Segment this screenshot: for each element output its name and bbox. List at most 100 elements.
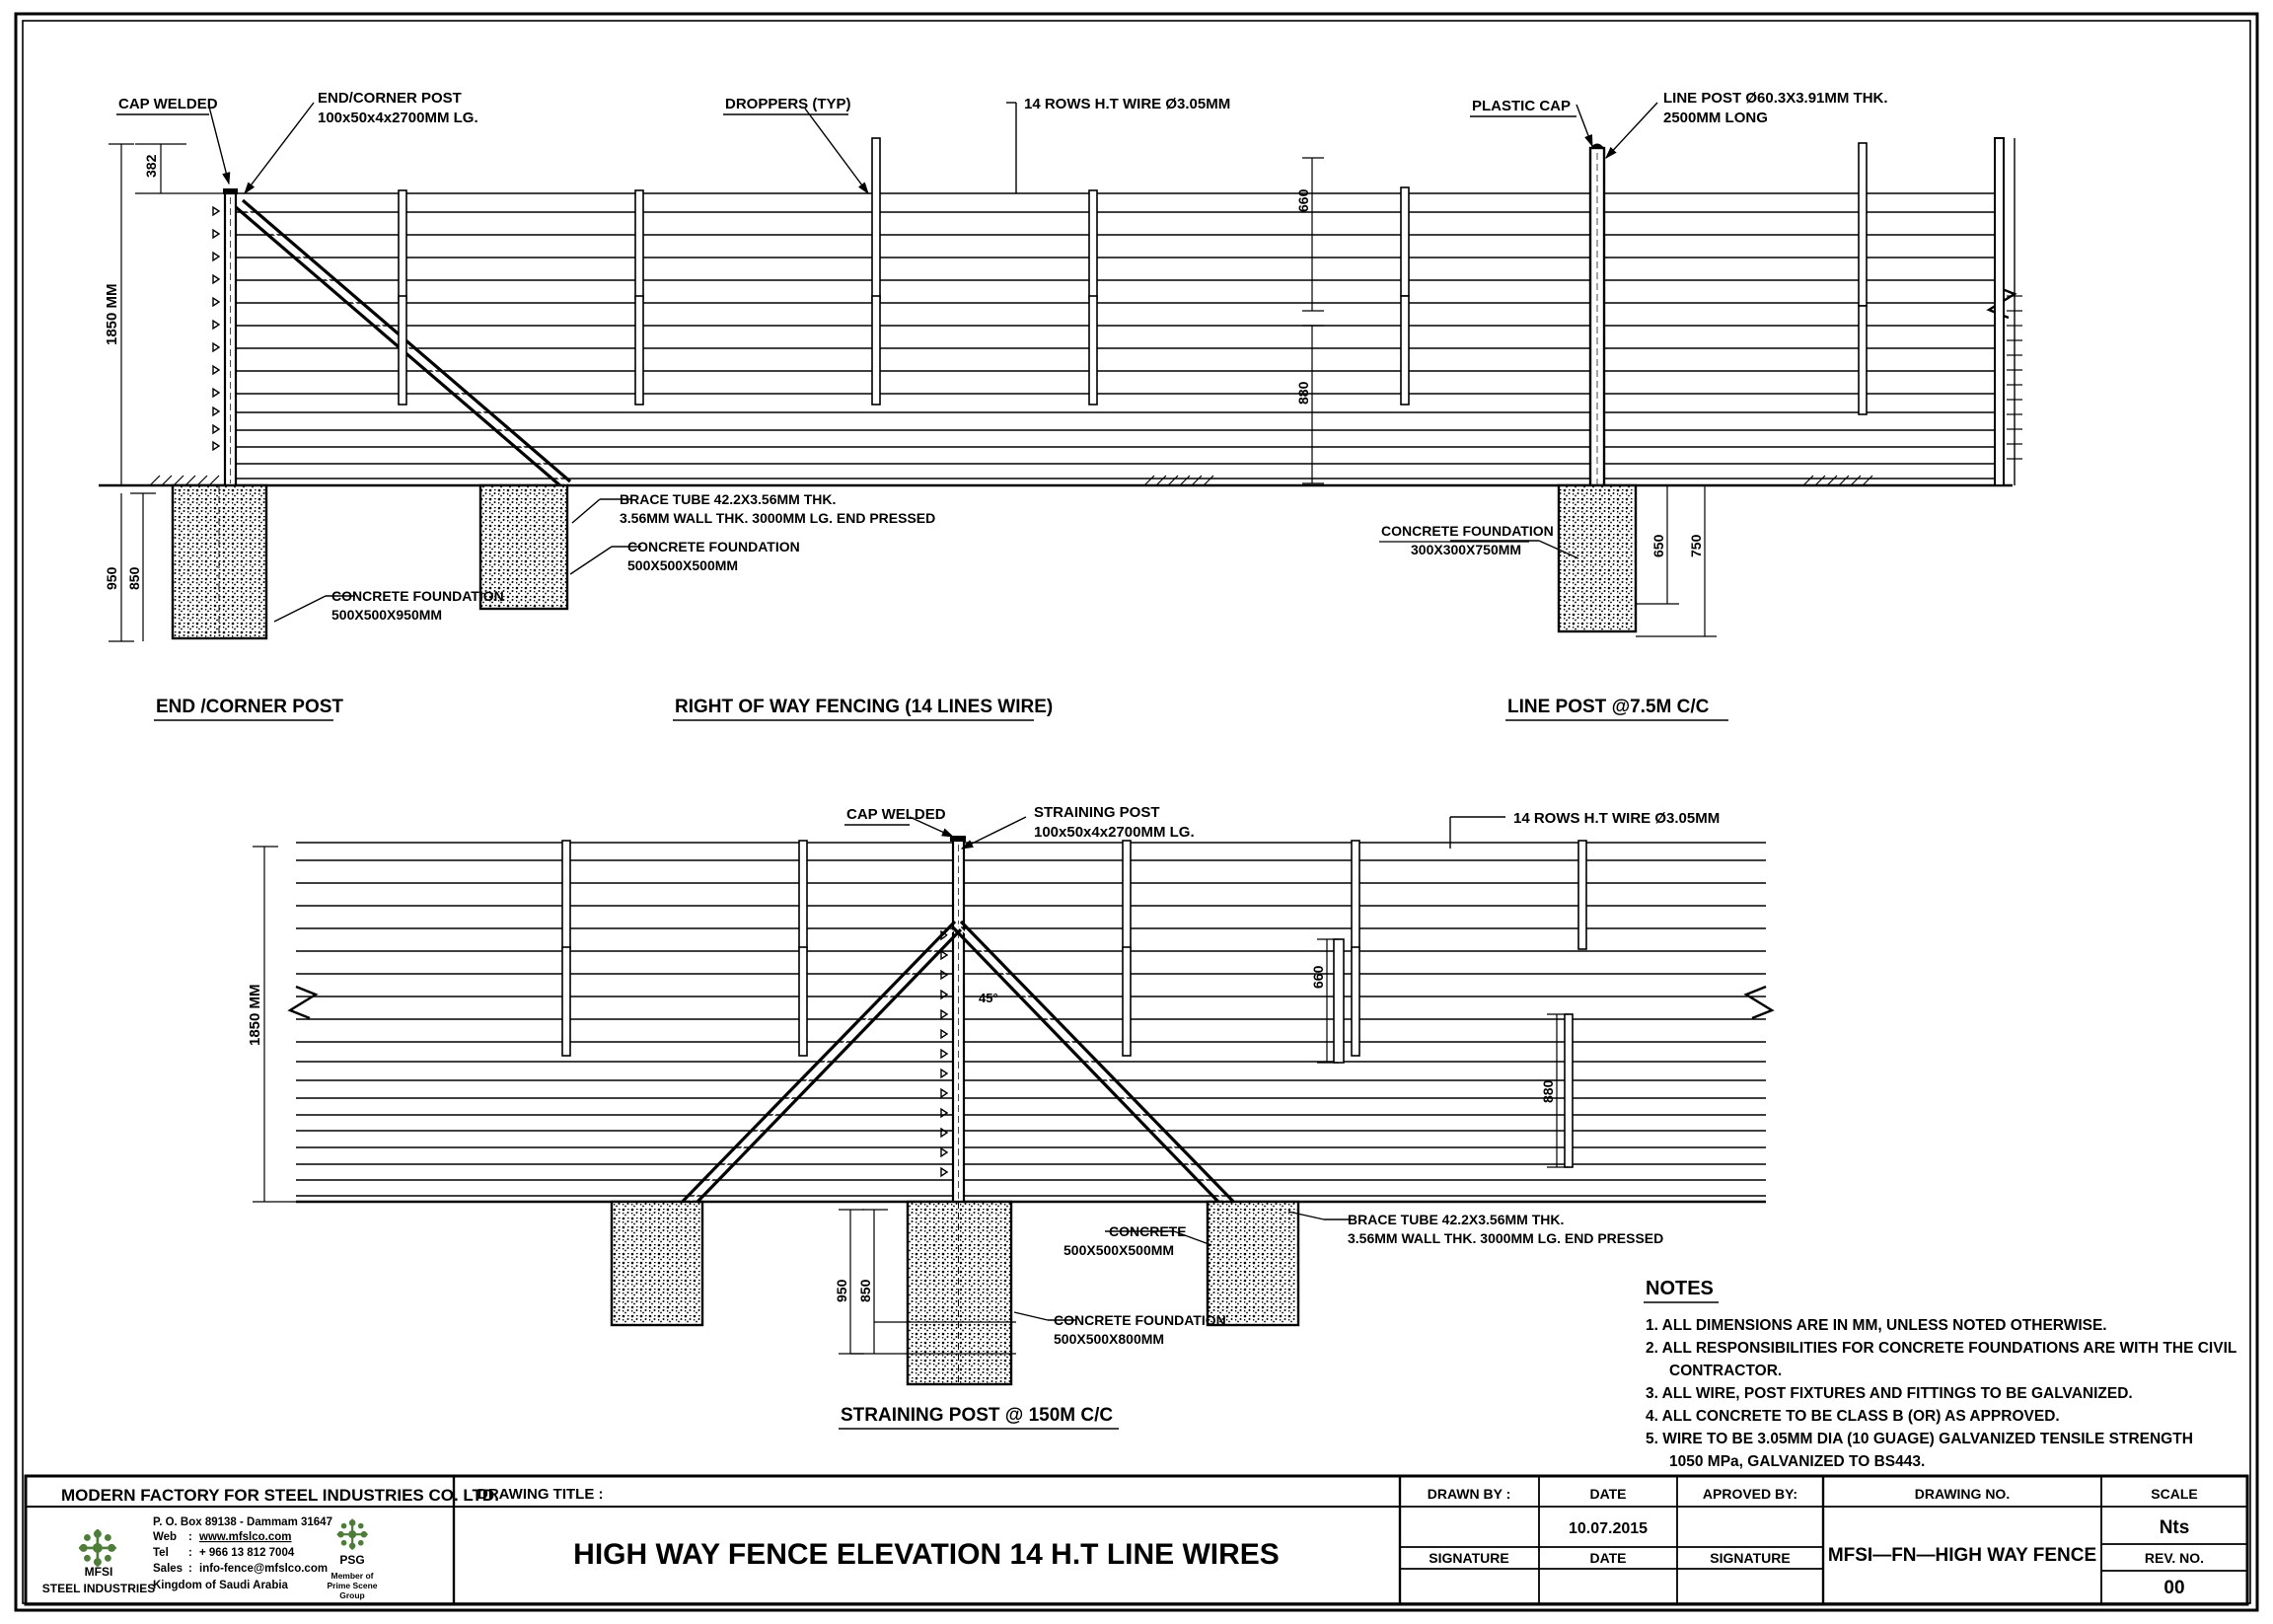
- scale-value: Nts: [2160, 1517, 2190, 1538]
- upper-right-end-post: [1994, 137, 2022, 486]
- note-item-5: 5. WIRE TO BE 3.05MM DIA (10 GUAGE) GALV…: [1646, 1431, 2193, 1447]
- note-item-2: 2. ALL RESPONSIBILITIES FOR CONCRETE FOU…: [1646, 1340, 2236, 1357]
- note-item-2-cont: CONTRACTOR.: [1669, 1363, 1782, 1379]
- contact-sales-label: Sales: [153, 1563, 183, 1575]
- callout-plastic-cap: PLASTIC CAP: [1472, 98, 1571, 114]
- callout-brace-tube-2-l2: 3.56MM WALL THK. 3000MM LG. END PRESSED: [1348, 1230, 1663, 1246]
- date-label-2: DATE: [1589, 1550, 1626, 1566]
- callout-line-post-line2: 2500MM LONG: [1663, 110, 1768, 126]
- lower-wire-rows: [296, 842, 1766, 1197]
- upper-wire-rows: [234, 192, 1995, 480]
- dim-950-lower: 950: [834, 1279, 849, 1302]
- drawing-title-value: HIGH WAY FENCE ELEVATION 14 H.T LINE WIR…: [573, 1538, 1280, 1571]
- mfsi-logo-icon: MFSI STEEL INDUSTRIES: [42, 1528, 155, 1595]
- signature-label-1: SIGNATURE: [1429, 1550, 1508, 1566]
- upper-ground-line: [99, 475, 2013, 487]
- note-item-3: 3. ALL WIRE, POST FIXTURES AND FITTINGS …: [1646, 1385, 2133, 1402]
- title-block: MODERN FACTORY FOR STEEL INDUSTRIES CO. …: [24, 1474, 2249, 1606]
- upper-droppers: [398, 137, 1868, 415]
- callout-foundation-500-500-950-l1: CONCRETE FOUNDATION: [331, 588, 504, 604]
- dim-880-upper: 880: [1295, 381, 1311, 405]
- dim-650-right: 650: [1650, 534, 1666, 557]
- line-post-element: [1588, 143, 1606, 631]
- note-item-1: 1. ALL DIMENSIONS ARE IN MM, UNLESS NOTE…: [1646, 1317, 2107, 1334]
- callout-concrete-l1: CONCRETE: [1109, 1223, 1187, 1239]
- dim-850-upper: 850: [126, 566, 142, 590]
- contact-web-label: Web: [153, 1531, 177, 1543]
- upper-leaders: [208, 102, 1658, 623]
- callout-foundation-500-500-800-l1: CONCRETE FOUNDATION: [1054, 1312, 1226, 1328]
- callout-brace-tube-2-l1: BRACE TUBE 42.2X3.56MM THK.: [1348, 1212, 1564, 1227]
- foundation-500x500x500-upper: [478, 483, 569, 611]
- lower-leaders: [909, 816, 1505, 1321]
- section-title-line-post: LINE POST @7.5M C/C: [1507, 697, 1710, 717]
- contact-web-value[interactable]: www.mfslco.com: [198, 1531, 292, 1543]
- dim-382: 382: [143, 154, 159, 178]
- note-item-4: 4. ALL CONCRETE TO BE CLASS B (OR) AS AP…: [1646, 1408, 2060, 1425]
- psg-logo-icon: PSG Member of Prime Scene Group: [327, 1518, 378, 1600]
- section-title-right-of-way-fencing: RIGHT OF WAY FENCING (14 LINES WIRE): [675, 697, 1053, 717]
- rev-no-value: 00: [2163, 1578, 2184, 1598]
- upper-drawing: CAP WELDED END/CORNER POST 100x50x4x2700…: [99, 90, 2022, 721]
- dim-750-right: 750: [1688, 534, 1704, 557]
- foundation-500x500x950: [171, 483, 268, 640]
- callout-cap-welded: CAP WELDED: [118, 96, 218, 112]
- date-value: 10.07.2015: [1569, 1520, 1648, 1537]
- contact-info: P. O. Box 89138 - Dammam 31647 Web : www…: [153, 1516, 332, 1591]
- callout-brace-tube-line2: 3.56MM WALL THK. 3000MM LG. END PRESSED: [620, 510, 935, 526]
- dim-660-lower: 660: [1310, 965, 1326, 989]
- logo-right-line2: Member of: [331, 1571, 374, 1581]
- callout-ht-wire: 14 ROWS H.T WIRE Ø3.05MM: [1024, 96, 1230, 112]
- logo-left-line2: STEEL INDUSTRIES: [42, 1582, 155, 1595]
- contact-po-box: P. O. Box 89138 - Dammam 31647: [153, 1516, 332, 1528]
- callout-angle-45: 45°: [979, 991, 998, 1005]
- dim-850-lower: 850: [857, 1279, 873, 1302]
- callout-foundation-500-500-500-l2: 500X500X500MM: [627, 557, 738, 573]
- scale-label: SCALE: [2151, 1486, 2197, 1502]
- drawing-no-value: MFSI—FN—HIGH WAY FENCE: [1828, 1545, 2096, 1566]
- drawing-title-label: DRAWING TITLE :: [477, 1486, 604, 1503]
- notes-block: NOTES 1. ALL DIMENSIONS ARE IN MM, UNLES…: [1644, 1278, 2236, 1470]
- dim-660-upper: 660: [1295, 188, 1311, 212]
- logo-right-line1: PSG: [339, 1553, 364, 1567]
- lower-dimension-lines: [253, 846, 1569, 1355]
- dim-950-upper: 950: [104, 566, 119, 590]
- approved-by-label: APROVED BY:: [1703, 1486, 1797, 1502]
- foundation-300x300x750: [1557, 483, 1638, 633]
- dim-1850-upper: 1850 MM: [104, 283, 120, 345]
- contact-sales-value: info-fence@mfslco.com: [199, 1563, 328, 1575]
- callout-droppers: DROPPERS (TYP): [725, 96, 851, 112]
- callout-foundation-300-300-750-l2: 300X300X750MM: [1411, 542, 1521, 557]
- callout-ht-wire-2: 14 ROWS H.T WIRE Ø3.05MM: [1513, 810, 1720, 827]
- dim-1850-lower: 1850 MM: [247, 984, 263, 1046]
- callout-foundation-300-300-750-l1: CONCRETE FOUNDATION: [1381, 523, 1554, 539]
- date-label: DATE: [1589, 1486, 1626, 1502]
- callout-concrete-l2: 500X500X500MM: [1063, 1242, 1174, 1258]
- logo-right-line4: Group: [339, 1590, 365, 1600]
- callout-foundation-500-500-950-l2: 500X500X950MM: [331, 607, 442, 623]
- callout-end-corner-post-line1: END/CORNER POST: [318, 90, 462, 107]
- callout-cap-welded-2: CAP WELDED: [846, 806, 946, 823]
- contact-country: Kingdom of Saudi Arabia: [153, 1580, 289, 1591]
- rev-no-label: REV. NO.: [2145, 1550, 2204, 1566]
- end-corner-post-element: [212, 188, 238, 487]
- drawing-no-label: DRAWING NO.: [1915, 1486, 2010, 1502]
- signature-label-2: SIGNATURE: [1710, 1550, 1790, 1566]
- callout-straining-post-l2: 100x50x4x2700MM LG.: [1034, 824, 1195, 841]
- callout-brace-tube-line1: BRACE TUBE 42.2X3.56MM THK.: [620, 491, 836, 507]
- contact-tel-colon: :: [188, 1547, 192, 1559]
- contact-sales-colon: :: [188, 1563, 192, 1575]
- upper-dimension-lines: [109, 143, 1717, 642]
- callout-foundation-500-500-800-l2: 500X500X800MM: [1054, 1331, 1164, 1347]
- dim-880-lower: 880: [1540, 1079, 1556, 1103]
- callout-line-post-line1: LINE POST Ø60.3X3.91MM THK.: [1663, 90, 1888, 107]
- lower-break-symbols: [287, 985, 1775, 1020]
- lower-foundations: [610, 1200, 1300, 1386]
- company-name: MODERN FACTORY FOR STEEL INDUSTRIES CO. …: [61, 1486, 499, 1505]
- contact-web-colon: :: [188, 1531, 192, 1543]
- contact-tel-label: Tel: [153, 1547, 169, 1559]
- callout-end-corner-post-line2: 100x50x4x2700MM LG.: [318, 110, 478, 126]
- section-title-straining-post: STRAINING POST @ 150M C/C: [841, 1405, 1113, 1426]
- logo-right-line3: Prime Scene: [327, 1581, 377, 1590]
